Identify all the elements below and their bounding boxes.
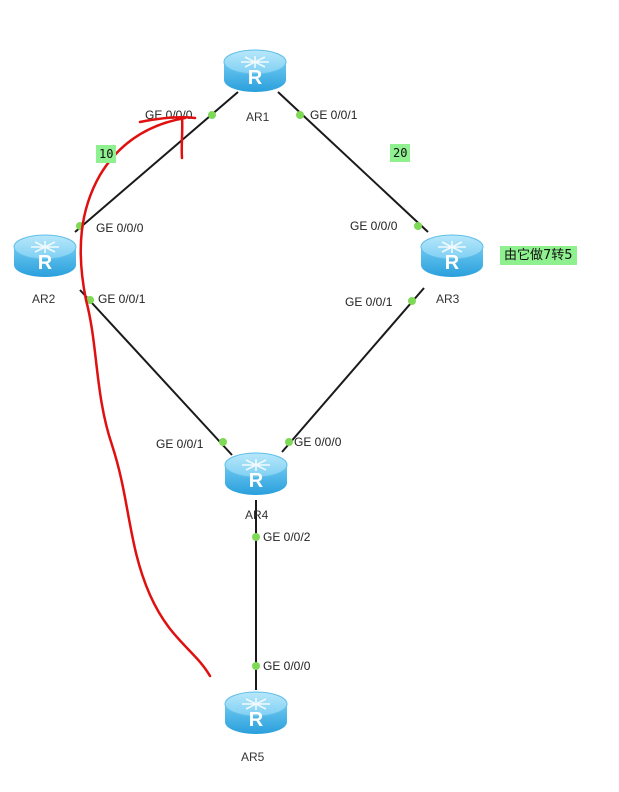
port-dot[interactable] <box>296 111 304 119</box>
port-dot[interactable] <box>219 438 227 446</box>
port-label-ar1-ge001: GE 0/0/1 <box>310 108 358 122</box>
router-label: AR1 <box>246 110 270 124</box>
port-label-ar2-ge000: GE 0/0/0 <box>96 221 144 235</box>
annotation-curve <box>79 116 212 678</box>
port-dot[interactable] <box>208 111 216 119</box>
router-label: AR2 <box>32 292 56 306</box>
annotation-arrow <box>79 115 212 678</box>
router-ar3[interactable]: R AR3 <box>420 234 484 306</box>
port-label-ar3-ge001: GE 0/0/1 <box>345 295 393 309</box>
link-ar2-ar4[interactable] <box>79 289 233 456</box>
svg-text:R: R <box>38 252 53 274</box>
port-label-ar3-ge000: GE 0/0/0 <box>350 219 398 233</box>
port-label-ar5-ge000: GE 0/0/0 <box>263 659 311 673</box>
note-tag: 由它做7转5 <box>500 246 577 265</box>
port-dot[interactable] <box>414 222 422 230</box>
port-dot[interactable] <box>285 438 293 446</box>
port-label-ar4-ge000: GE 0/0/0 <box>294 435 342 449</box>
router-icon: R <box>223 49 287 92</box>
router-label: AR5 <box>241 750 265 764</box>
port-dot[interactable] <box>252 533 260 541</box>
port-dot[interactable] <box>408 297 416 305</box>
port-label-ar2-ge001: GE 0/0/1 <box>98 292 146 306</box>
router-label: AR4 <box>245 508 269 522</box>
cost-tag-ar1-ar3: 20 <box>390 144 411 162</box>
port-label-ar4-ge002: GE 0/0/2 <box>263 530 311 544</box>
svg-text:R: R <box>445 252 460 274</box>
router-icon: R <box>13 234 77 277</box>
port-label-ar4-ge001: GE 0/0/1 <box>156 437 204 451</box>
svg-text:R: R <box>249 709 264 731</box>
router-icon: R <box>224 452 288 495</box>
router-ar5[interactable]: R AR5 <box>224 691 288 764</box>
svg-text:R: R <box>248 67 263 89</box>
router-ar1[interactable]: R AR1 <box>223 49 287 124</box>
router-ar4[interactable]: R AR4 <box>224 452 288 522</box>
link-ar3-ar4[interactable] <box>281 287 425 453</box>
router-icon: R <box>420 234 484 277</box>
annotation-arrowhead <box>138 115 197 124</box>
annotation-arrow-stem <box>180 115 184 160</box>
port-dot[interactable] <box>252 662 260 670</box>
port-labels: GE 0/0/0 GE 0/0/1 GE 0/0/0 GE 0/0/0 GE 0… <box>96 108 398 673</box>
router-label: AR3 <box>436 292 460 306</box>
cost-tag-ar1-ar2: 10 <box>96 145 117 163</box>
links <box>74 91 429 690</box>
router-ar2[interactable]: R AR2 <box>13 234 77 306</box>
port-dots <box>76 111 422 670</box>
router-icon: R <box>224 691 288 734</box>
port-dot[interactable] <box>86 296 94 304</box>
svg-text:R: R <box>249 470 264 492</box>
